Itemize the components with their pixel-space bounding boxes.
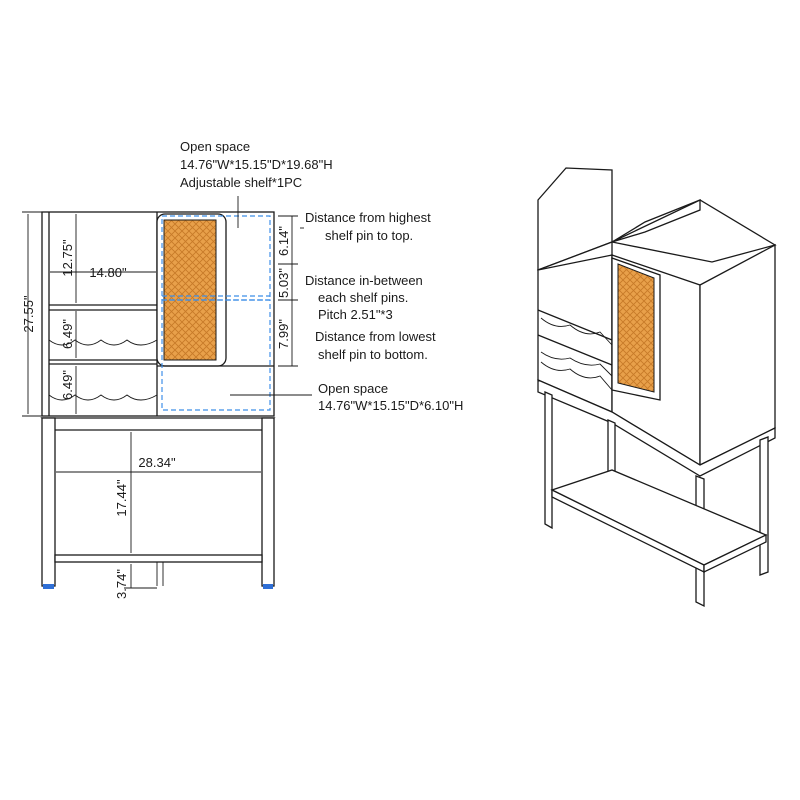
iso-leg-front-left — [544, 391, 553, 530]
stand-top-rail — [40, 417, 276, 431]
rattan-door-panel — [163, 219, 217, 361]
open-space-top-title: Open space — [180, 139, 250, 154]
right-foot-cap — [263, 584, 273, 589]
lowest-pin-text-2: shelf pin to bottom. — [318, 347, 428, 362]
iso-wine-rack-1 — [540, 317, 613, 346]
stand-height-label: 17.44" — [114, 479, 129, 517]
isometric-view — [537, 167, 777, 608]
left-foot-cap — [43, 584, 54, 589]
wine-rack-height-label-2: 6.49" — [60, 370, 75, 400]
front-elevation — [40, 211, 276, 589]
stand-right-leg — [261, 417, 275, 587]
bottom-pin-offset-label: 7.99" — [276, 319, 291, 349]
stand-left-leg — [41, 417, 56, 587]
wine-rack-cradle-1 — [48, 339, 158, 346]
floor-clearance-label: 3.74" — [114, 569, 129, 599]
iso-right-cabinet-side — [699, 243, 776, 467]
highest-pin-text-2: shelf pin to top. — [325, 228, 413, 243]
top-pin-offset-label: 6.14" — [276, 226, 291, 256]
iso-wine-rack-2 — [540, 361, 613, 391]
dimension-labels: 27.55" 12.75" 14.80" 6.49" 6.49" 6.14" 5… — [21, 226, 291, 599]
wine-rack-cradle-2 — [48, 394, 158, 401]
iso-base-plinth — [537, 379, 776, 477]
open-space-lower-outline — [161, 299, 271, 411]
between-pins-text-3: Pitch 2.51"*3 — [318, 307, 393, 322]
callouts: Open space 14.76"W*15.15"D*19.68"H Adjus… — [180, 139, 463, 413]
iso-shelf-divider — [537, 334, 613, 366]
adjustable-shelf-label: Adjustable shelf*1PC — [180, 175, 302, 190]
overall-height-label: 27.55" — [21, 295, 36, 333]
between-pins-text-1: Distance in-between — [305, 273, 423, 288]
open-space-bottom-title: Open space — [318, 381, 388, 396]
iso-right-top — [610, 199, 777, 263]
iso-top-edge — [611, 198, 701, 243]
open-space-bottom-dims: 14.76"W*15.15"D*6.10"H — [318, 398, 463, 413]
wine-rack-height-label-1: 6.49" — [60, 319, 75, 349]
dimension-lines — [22, 196, 312, 589]
stand-width-label: 28.34" — [138, 455, 176, 470]
iso-left-back-panel — [537, 167, 613, 271]
upper-compartment-height-label: 12.75" — [60, 239, 75, 277]
stand-bottom-shelf — [54, 554, 263, 563]
between-pins-text-2: each shelf pins. — [318, 290, 408, 305]
iso-rattan-panel — [617, 263, 655, 393]
iso-leg-back-right — [759, 436, 769, 576]
open-space-top-dims: 14.76"W*15.15"D*19.68"H — [180, 157, 333, 172]
highest-pin-text-1: Distance from highest — [305, 210, 431, 225]
lowest-pin-text-1: Distance from lowest — [315, 329, 436, 344]
upper-compartment-width-label: 14.80" — [89, 265, 127, 280]
pin-pitch-label: 5.03" — [276, 268, 291, 298]
